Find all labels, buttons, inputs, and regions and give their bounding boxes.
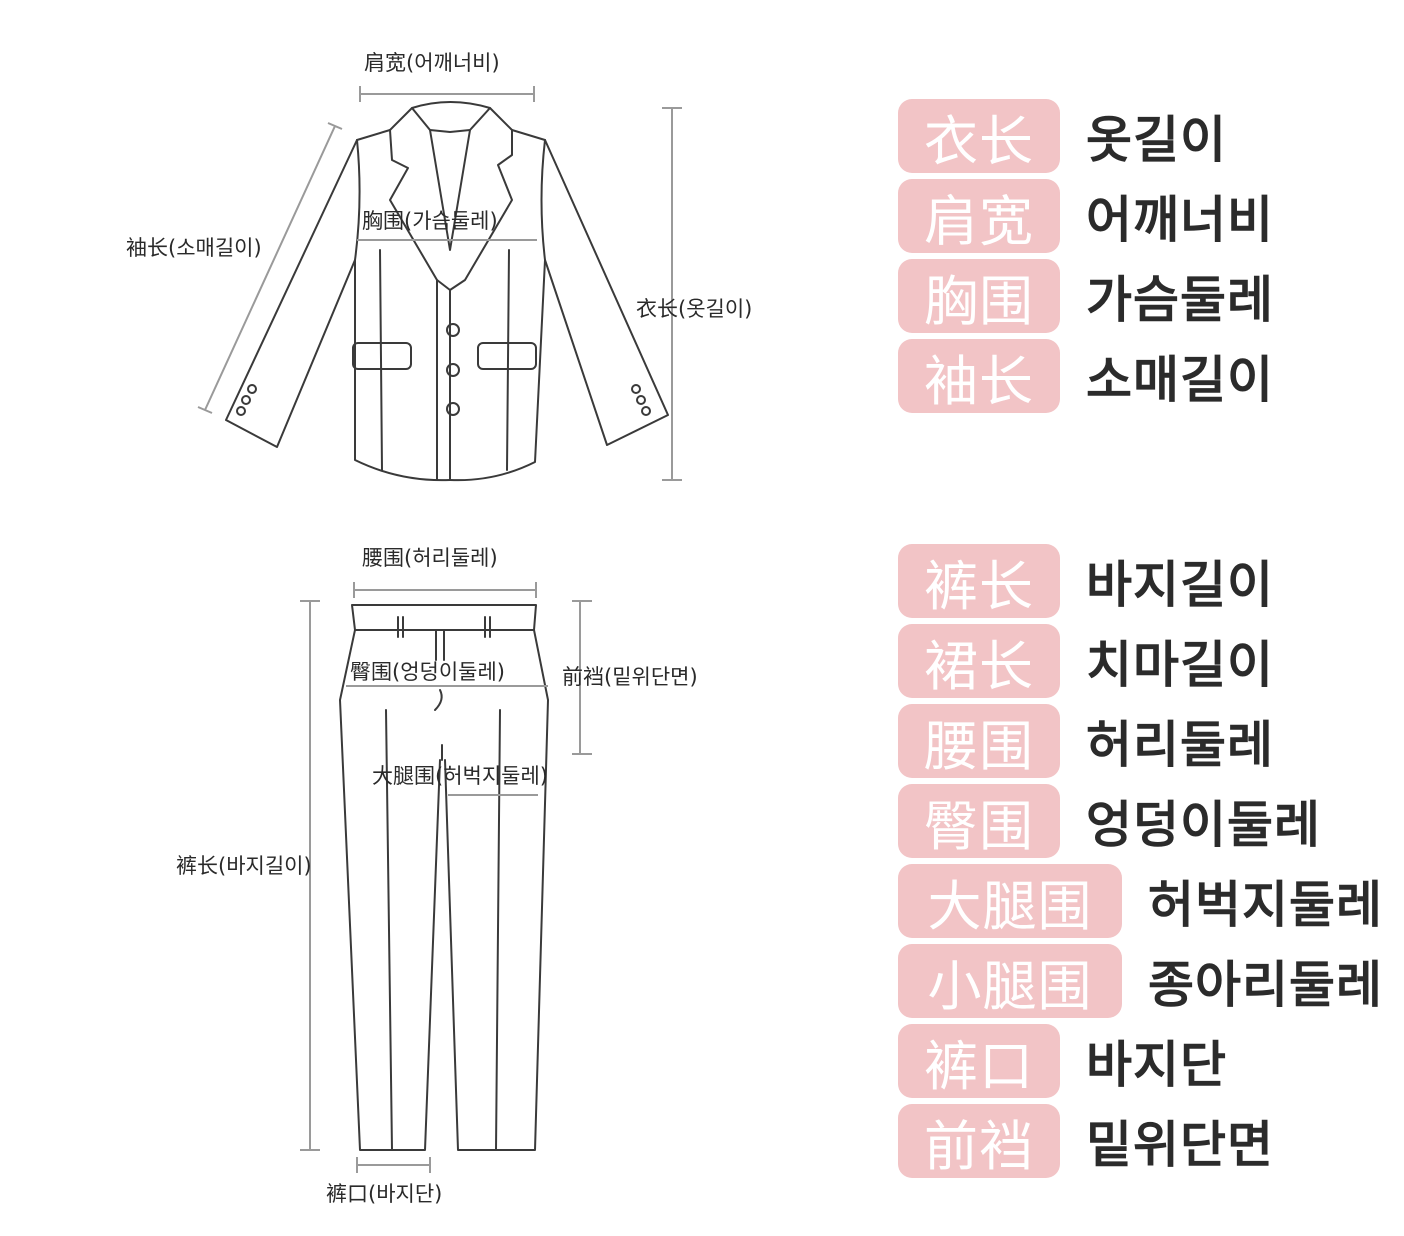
- legend-badge: 臀围: [898, 784, 1060, 858]
- legend-badge: 裤长: [898, 544, 1060, 618]
- legend-item: 臀围 엉덩이둘레: [898, 784, 1321, 858]
- legend-korean: 허벅지둘레: [1148, 876, 1383, 934]
- pants-dimensions: [300, 582, 592, 1173]
- legend-badge: 裙长: [898, 624, 1060, 698]
- legend-korean: 옷길이: [1086, 111, 1227, 169]
- legend-badge: 衣长: [898, 99, 1060, 173]
- hem-label: 裤口(바지단): [326, 1182, 442, 1206]
- legend-item: 胸围 가슴둘레: [898, 259, 1274, 333]
- legend-item: 裤长 바지길이: [898, 544, 1274, 618]
- legend-badge: 袖长: [898, 339, 1060, 413]
- legend-korean: 허리둘레: [1086, 716, 1274, 774]
- jacket-drawing: [225, 101, 669, 482]
- thigh-label: 大腿围(허벅지둘레): [372, 764, 548, 788]
- legend-korean: 소매길이: [1086, 351, 1274, 409]
- front-rise-label: 前裆(밑위단면): [562, 665, 698, 689]
- legend-item: 前裆 밑위단면: [898, 1104, 1274, 1178]
- legend-item: 大腿围 허벅지둘레: [898, 864, 1383, 938]
- waist-label: 腰围(허리둘레): [362, 546, 498, 570]
- legend-item: 衣长 옷길이: [898, 99, 1227, 173]
- legend-item: 裤口 바지단: [898, 1024, 1227, 1098]
- legend-badge: 小腿围: [898, 944, 1122, 1018]
- legend-badge: 胸围: [898, 259, 1060, 333]
- hip-label: 臀围(엉덩이둘레): [350, 660, 505, 684]
- jacket-dimensions: [197, 86, 682, 481]
- legend-korean: 바지길이: [1086, 556, 1274, 614]
- legend-item: 裙长 치마길이: [898, 624, 1274, 698]
- legend-korean: 종아리둘레: [1148, 956, 1383, 1014]
- legend-item: 腰围 허리둘레: [898, 704, 1274, 778]
- legend-badge: 腰围: [898, 704, 1060, 778]
- legend-item: 袖长 소매길이: [898, 339, 1274, 413]
- legend-korean: 치마길이: [1086, 636, 1274, 694]
- jacket-length-label: 衣长(옷길이): [636, 297, 752, 321]
- legend-badge: 大腿围: [898, 864, 1122, 938]
- legend-korean: 밑위단면: [1086, 1116, 1274, 1174]
- legend-badge: 前裆: [898, 1104, 1060, 1178]
- sleeve-length-label: 袖长(소매길이): [126, 236, 262, 260]
- shoulder-width-label: 肩宽(어깨너비): [364, 51, 500, 75]
- legend-badge: 裤口: [898, 1024, 1060, 1098]
- legend-korean: 바지단: [1086, 1036, 1227, 1094]
- pants-length-label: 裤长(바지길이): [176, 854, 312, 878]
- pants-drawing: [339, 604, 549, 1151]
- chest-label: 胸围(가슴둘레): [362, 209, 498, 233]
- legend-korean: 엉덩이둘레: [1086, 796, 1321, 854]
- legend-item: 小腿围 종아리둘레: [898, 944, 1383, 1018]
- legend-korean: 어깨너비: [1086, 191, 1274, 249]
- legend-badge: 肩宽: [898, 179, 1060, 253]
- legend-item: 肩宽 어깨너비: [898, 179, 1274, 253]
- legend-korean: 가슴둘레: [1086, 271, 1274, 329]
